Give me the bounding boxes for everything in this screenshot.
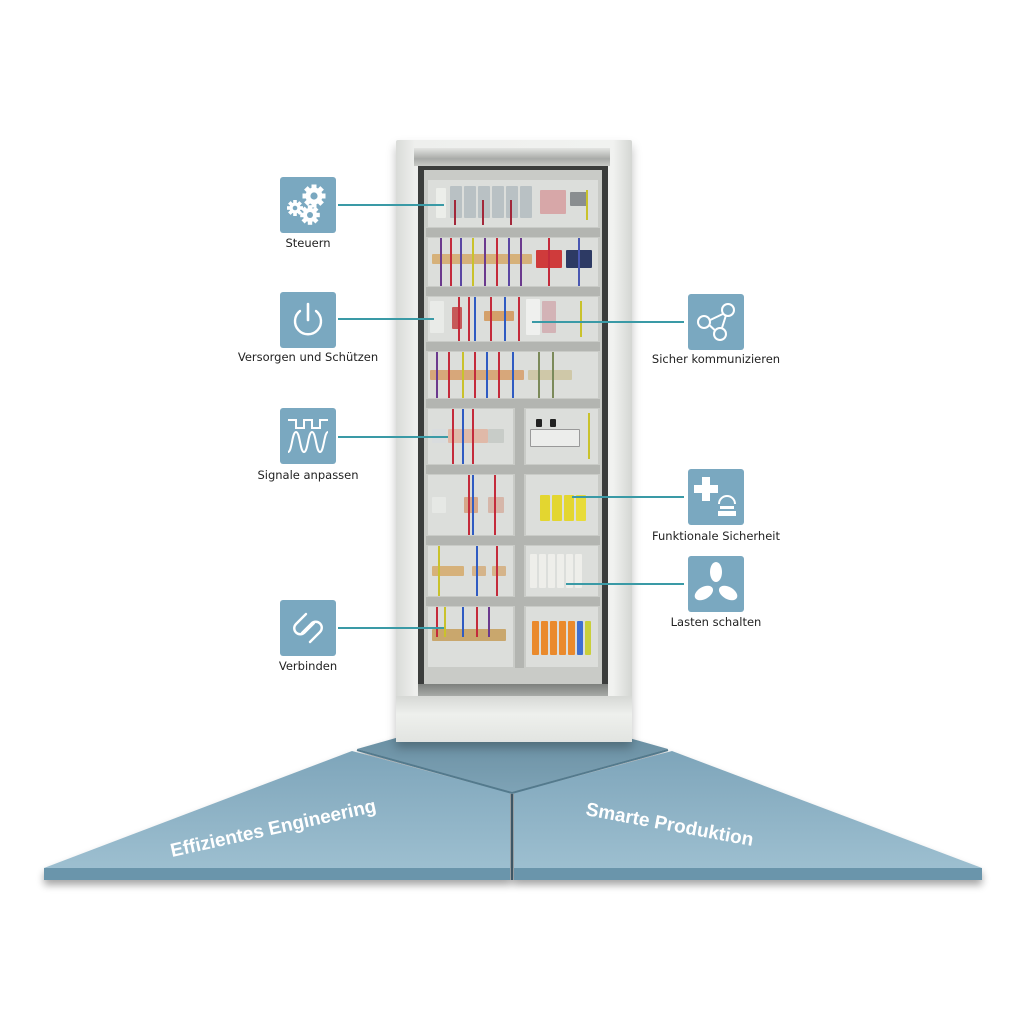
leader-line-signale — [338, 436, 448, 438]
feature-label: Funktionale Sicherheit — [652, 529, 780, 543]
leader-line-steuern — [338, 204, 444, 206]
safety-cross-button-icon — [688, 469, 744, 525]
cable-duct — [426, 399, 600, 408]
network-nodes-icon — [688, 294, 744, 350]
bay-fuses — [526, 607, 598, 667]
feature-label: Versorgen und Schützen — [237, 350, 379, 364]
bay-power-supply — [428, 297, 598, 341]
cabinet-plinth — [396, 696, 632, 742]
bay-load-switching — [526, 546, 598, 596]
cable-duct — [426, 228, 600, 237]
platform-left-slab — [44, 751, 510, 868]
bay-terminals — [428, 238, 598, 286]
fan-propeller-icon — [688, 556, 744, 612]
platform-right-slab — [514, 751, 982, 868]
leader-line-lasten — [566, 583, 684, 585]
bay-terminals-3 — [428, 546, 513, 596]
cable-duct — [426, 342, 600, 351]
gears-icon — [280, 177, 336, 233]
bay-control — [428, 180, 598, 227]
feature-label: Verbinden — [278, 659, 338, 673]
link-icon — [280, 600, 336, 656]
cable-duct — [426, 536, 600, 545]
power-icon — [280, 292, 336, 348]
leader-line-versorgen — [338, 318, 434, 320]
bay-signal — [428, 409, 513, 464]
bay-terminals-2 — [428, 352, 598, 398]
cable-duct — [426, 597, 600, 606]
feature-label: Signale anpassen — [257, 468, 359, 482]
cable-duct-vertical — [515, 406, 524, 668]
leader-line-sicherheit — [572, 496, 684, 498]
feature-label: Lasten schalten — [670, 615, 762, 629]
cable-duct — [426, 465, 600, 474]
cable-duct — [426, 287, 600, 296]
leader-line-kommunizieren — [532, 321, 684, 323]
bay-network — [526, 409, 598, 464]
leader-line-verbinden — [338, 627, 444, 629]
bay-safety — [526, 475, 598, 535]
platform-center-slab — [357, 705, 668, 792]
cabinet-top-rail — [414, 148, 610, 166]
signal-wave-icon — [280, 408, 336, 464]
cabinet-cable-entry — [418, 684, 608, 698]
bay-connectors — [428, 607, 513, 667]
feature-label: Steuern — [285, 236, 331, 250]
bay-relays — [428, 475, 513, 535]
feature-label: Sicher kommunizieren — [651, 352, 781, 366]
